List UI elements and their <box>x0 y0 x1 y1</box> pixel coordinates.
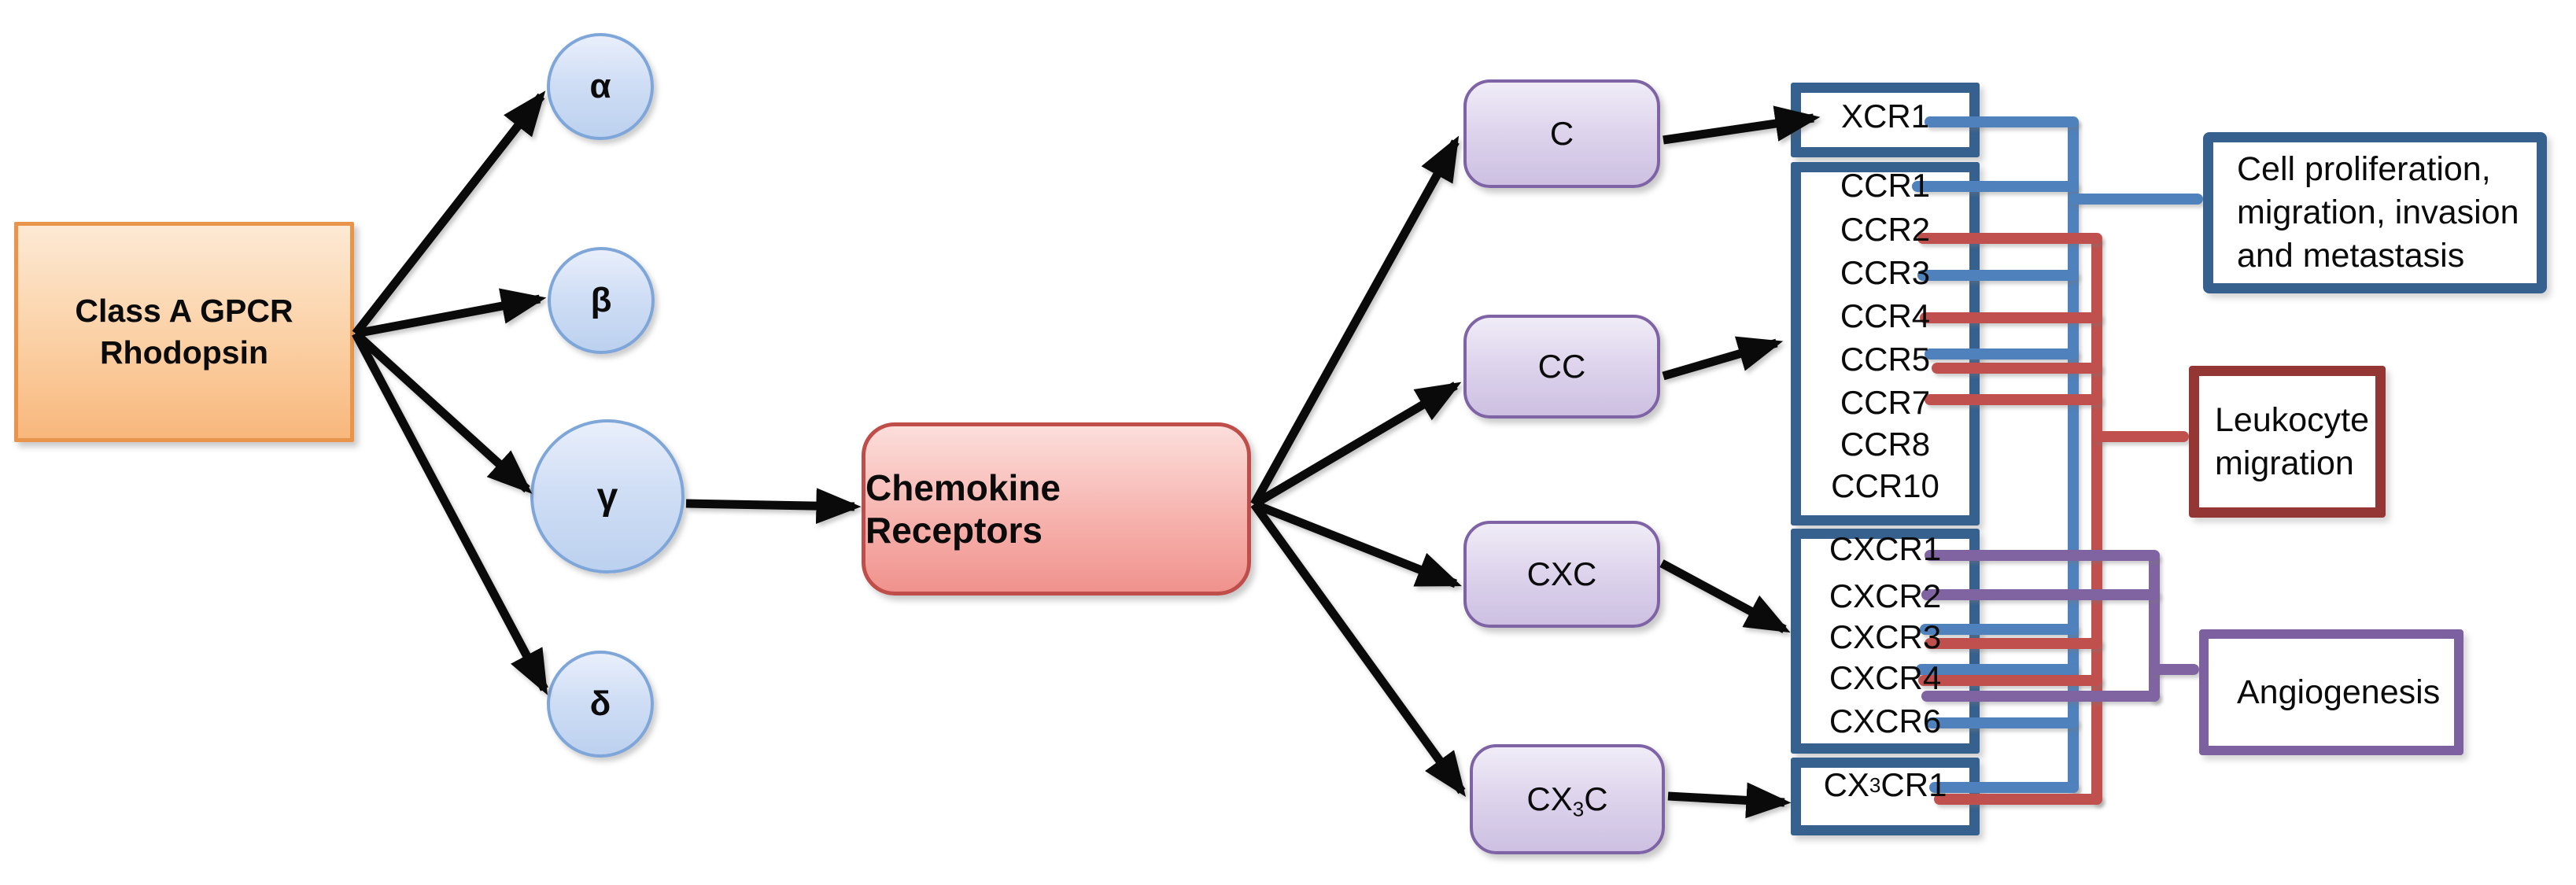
outcome-cell-proliferation-line3: and metastasis <box>2237 237 2465 275</box>
receptor-cxcr6: CXCR6 <box>1829 702 1942 739</box>
family-cxc-label: CXC <box>1526 555 1597 592</box>
receptor-cxcr3: CXCR3 <box>1829 618 1942 655</box>
family-c-label: C <box>1549 115 1574 152</box>
blue-line-blue-trunk-to-cell-proliferation <box>2069 194 2203 205</box>
delta-subunit-node: δ <box>547 651 654 758</box>
beta-subunit-node: β <box>548 247 655 354</box>
blue-line-ccr1 <box>1912 181 2079 192</box>
receptor-ccr3: CCR3 <box>1840 254 1931 291</box>
red-line-cxcr4 <box>1918 675 2102 686</box>
red-line-cxcr3 <box>1925 638 2102 649</box>
outcome-angiogenesis-line1: Angiogenesis <box>2237 673 2441 711</box>
receptor-ccr8: CCR8 <box>1840 426 1931 463</box>
purple-trunk-line <box>2149 553 2160 702</box>
receptor-ccr1: CCR1 <box>1840 167 1931 204</box>
gpcr-label-line2: Rhodopsin <box>99 334 269 371</box>
blue-line-xcr1 <box>1925 116 2079 127</box>
arrow-hub-to-CXC <box>1252 500 1462 588</box>
receptor-cxcr4: CXCR4 <box>1829 659 1942 696</box>
purple-line-cxcr4 <box>1921 691 2160 702</box>
arrow-hub-to-CX3C <box>1250 501 1467 797</box>
red-line-ccr5 <box>1932 363 2102 374</box>
arrow-hub-to-CC <box>1252 382 1462 508</box>
class-a-gpcr-rhodopsin-node: Class A GPCR Rhodopsin <box>14 222 354 442</box>
receptor-cxcr2: CXCR2 <box>1829 577 1942 614</box>
blue-line-cxcr4 <box>1916 664 2079 675</box>
delta-label: δ <box>589 684 611 723</box>
purple-line-cxcr2 <box>1921 589 2160 600</box>
outcome-cell-proliferation-box: Cell proliferation, migration, invasion … <box>2203 132 2547 293</box>
outcome-cell-proliferation-line2: migration, invasion <box>2237 194 2519 231</box>
family-cc-label: CC <box>1537 348 1586 385</box>
receptor-cxcr1: CXCR1 <box>1829 530 1942 567</box>
family-node-c: C <box>1463 79 1660 188</box>
family-cx3c-label: CX3C <box>1526 780 1608 821</box>
beta-label: β <box>590 281 612 319</box>
red-line-ccr4 <box>1920 312 2102 323</box>
receptor-ccr2: CCR2 <box>1840 211 1931 248</box>
arrow-CXC-to-CXC-list <box>1659 559 1791 633</box>
blue-line-cxcr6 <box>1926 717 2079 728</box>
arrow-CX3C-to-CX3CR1 <box>1667 782 1792 819</box>
arrow-gamma-to-hub <box>685 488 862 524</box>
gpcr-label-line1: Class A GPCR <box>75 293 293 329</box>
gamma-label: γ <box>596 475 618 518</box>
purple-line-cxcr1 <box>1925 550 2160 561</box>
arrow-gpcr-to-alpha <box>352 90 546 337</box>
outcome-angiogenesis-box: Angiogenesis <box>2199 629 2463 755</box>
family-node-cc: CC <box>1463 315 1660 419</box>
arrow-gpcr-to-delta <box>352 331 548 695</box>
family-node-cxc: CXC <box>1463 521 1660 628</box>
red-line-red-trunk-to-leukocyte-migration <box>2092 431 2189 442</box>
arrow-gpcr-to-gamma <box>352 330 533 494</box>
alpha-subunit-node: α <box>547 33 654 140</box>
gamma-subunit-node: γ <box>530 419 685 573</box>
chemokine-receptors-node: Chemokine Receptors <box>862 422 1251 596</box>
receptor-ccr4: CCR4 <box>1840 297 1931 334</box>
blue-line-cx3cr1 <box>1929 782 2079 793</box>
outcome-leukocyte-line1: Leukocyte <box>2215 400 2370 439</box>
blue-line-ccr5 <box>1925 348 2079 360</box>
family-node-cx3c: CX3C <box>1470 744 1665 854</box>
arrow-CC-to-CC-list <box>1662 336 1784 381</box>
arrow-hub-to-C <box>1250 135 1460 507</box>
receptor-group-box-cc-family <box>1791 162 1980 525</box>
receptor-xcr1: XCR1 <box>1840 98 1930 135</box>
receptor-ccr10: CCR10 <box>1831 467 1939 504</box>
arrow-gpcr-to-beta <box>354 288 547 338</box>
outcome-cell-proliferation-line1: Cell proliferation, <box>2237 150 2491 188</box>
red-trunk-line <box>2091 236 2102 805</box>
blue-line-ccr3 <box>1917 270 2079 281</box>
blue-line-cxcr3 <box>1920 624 2079 635</box>
red-line-ccr7 <box>1925 394 2102 405</box>
purple-line-purple-trunk-to-angiogenesis <box>2149 664 2199 675</box>
receptor-ccr7: CCR7 <box>1840 384 1931 421</box>
receptor-ccr5: CCR5 <box>1840 341 1931 378</box>
alpha-label: α <box>589 67 611 105</box>
red-line-ccr2 <box>1917 233 2102 244</box>
outcome-leukocyte-line2: migration <box>2215 444 2354 482</box>
outcome-leukocyte-migration-box: Leukocyte migration <box>2189 366 2386 518</box>
red-line-cx3cr1 <box>1934 794 2102 805</box>
chemokine-receptors-label: Chemokine Receptors <box>865 467 1061 551</box>
